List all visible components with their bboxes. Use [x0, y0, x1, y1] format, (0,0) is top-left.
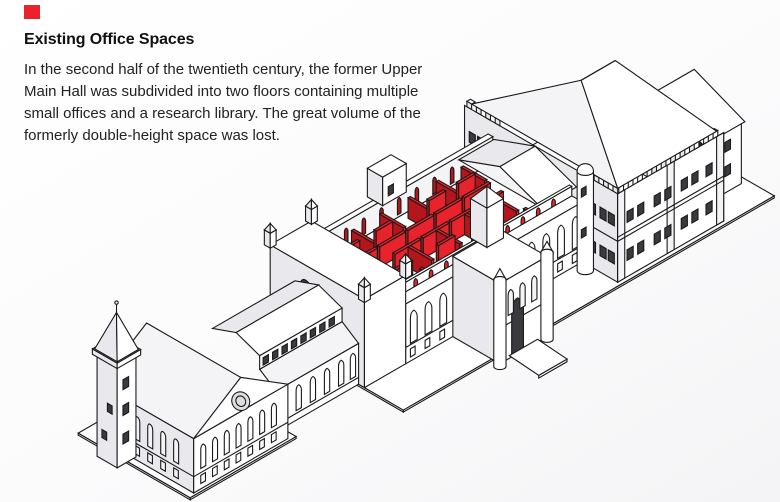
- page-description: In the second half of the twentieth cent…: [24, 60, 423, 144]
- access-ramp: [509, 339, 567, 378]
- corner-turret: [577, 164, 593, 275]
- pavilion-turrets: [494, 241, 553, 369]
- right-wing-roof: [472, 61, 717, 189]
- entrance-pavilion: [453, 186, 567, 378]
- caption-block: Existing Office Spaces In the second hal…: [24, 30, 444, 147]
- stair-turret: [470, 186, 503, 247]
- page-title: Existing Office Spaces: [24, 31, 195, 48]
- nave-section: [213, 281, 359, 432]
- bell-tower: [92, 301, 140, 468]
- red-legend-swatch: [24, 5, 40, 19]
- back-turret: [367, 155, 406, 206]
- rose-window: [228, 389, 253, 414]
